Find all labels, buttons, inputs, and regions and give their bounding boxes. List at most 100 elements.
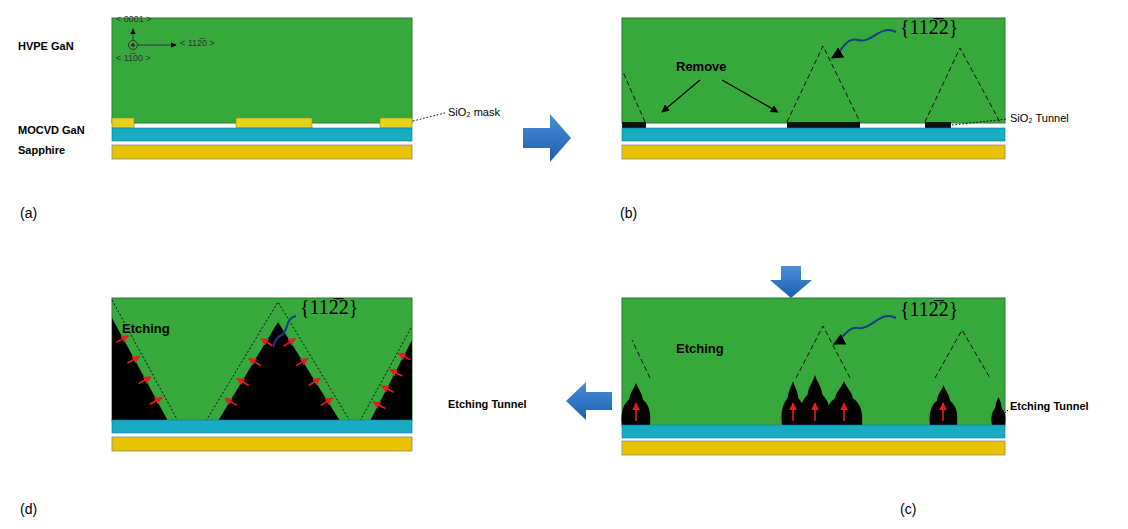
etch-arrow: [116, 336, 411, 409]
label: (a): [20, 206, 37, 221]
facet-outline: [925, 48, 1000, 122]
remove-arrow: [662, 80, 778, 112]
label: SiO₂ Tunnel: [1010, 112, 1069, 124]
etch-arrow: [635, 403, 637, 421]
step-arrow: [566, 382, 612, 420]
etch-arrow: [636, 403, 943, 421]
panel-b: [787, 122, 860, 128]
panel-a: [112, 145, 412, 159]
axis-symbol: [129, 41, 138, 50]
panel-a: [380, 118, 412, 128]
label: {112̅2}: [900, 16, 958, 38]
etch-arrow: [261, 339, 273, 346]
panel-d: [112, 298, 412, 421]
etching-tunnel: [622, 383, 651, 425]
axis-symbol: [132, 44, 135, 47]
panel-a: [112, 18, 412, 123]
pointer-arrow: [832, 30, 896, 58]
axis-symbol: [133, 29, 134, 40]
panel-b: [622, 145, 1005, 159]
label: < 11̅00 >: [116, 54, 151, 64]
facet-outline: [112, 300, 178, 421]
label: Etching: [676, 342, 724, 356]
etch-arrow: [127, 356, 139, 363]
axis-symbol: [138, 45, 176, 46]
facet-outline: [632, 326, 990, 378]
panel-d: [112, 437, 412, 451]
leader-line: [1002, 410, 1008, 416]
step-arrow: [523, 114, 571, 162]
etching-tunnel: [991, 397, 1005, 425]
axis-symbol: [129, 29, 177, 50]
label: {112̅2}: [300, 296, 358, 318]
etch-arrow: [843, 403, 845, 421]
etch-arrow: [116, 336, 128, 343]
facet-outline: [112, 300, 412, 421]
pointer-arrow: [266, 316, 296, 356]
label: Etching: [122, 322, 170, 336]
remove-arrow: [662, 80, 700, 112]
panel-a: [112, 118, 134, 128]
etch-arrow: [249, 358, 261, 365]
etching-tunnel: [930, 385, 958, 425]
etch-arrow: [237, 378, 249, 385]
panel-b: [925, 122, 951, 128]
label: (c): [900, 502, 916, 517]
facet-outline: [632, 340, 650, 378]
etch-arrow: [139, 377, 151, 384]
panel-c: [622, 425, 1005, 438]
label: < 112̅0 >: [180, 39, 215, 49]
etch-arrow: [321, 398, 333, 405]
etching-tunnel: [370, 340, 412, 421]
etch-arrow: [308, 378, 320, 385]
etching-tunnel: [622, 375, 1006, 425]
panel-c: [622, 298, 1005, 426]
facet-outline: [935, 330, 990, 378]
panel-b: [622, 122, 646, 128]
etch-arrow: [814, 403, 816, 421]
facet-outline: [787, 46, 860, 122]
panel-c: [622, 441, 1005, 455]
panel-a: [112, 128, 412, 141]
panel-a: [112, 18, 445, 159]
label: SiO₂ mask: [448, 106, 500, 118]
panel-d: [112, 298, 412, 451]
panel-d: [112, 420, 412, 433]
etch-arrow: [373, 402, 385, 408]
etching-tunnel: [826, 381, 863, 425]
label: Sapphire: [18, 144, 65, 156]
panel-b: [622, 18, 1007, 159]
label: {112̅2}: [900, 298, 958, 320]
etch-arrow: [296, 358, 308, 365]
facet-outline: [206, 302, 350, 421]
label: HVPE GaN: [18, 40, 74, 52]
facet-outline: [360, 326, 412, 421]
etching-tunnel: [112, 318, 412, 421]
label: (b): [620, 206, 637, 221]
label: Etching Tunnel: [1010, 400, 1089, 412]
etch-arrow: [942, 403, 944, 421]
pointer-arrow: [834, 316, 896, 344]
facet-outline: [623, 72, 645, 122]
step-arrow: [770, 266, 812, 298]
etch-arrow: [284, 339, 296, 346]
remove-arrow: [722, 80, 778, 112]
etch-arrow: [792, 403, 794, 421]
panel-a: [236, 118, 312, 128]
leader-line: [952, 119, 1007, 125]
etch-arrow: [381, 386, 393, 392]
label: Remove: [676, 60, 727, 74]
panel-b: [622, 128, 1005, 141]
facet-outline: [796, 326, 850, 378]
label: < 0001 >: [116, 15, 152, 25]
label: Etching Tunnel: [448, 398, 527, 410]
label: (d): [20, 502, 37, 517]
etch-arrow: [398, 353, 410, 359]
panel-c: [622, 298, 1008, 455]
leader-line: [413, 113, 445, 121]
etch-arrow: [150, 398, 162, 405]
facet-outline: [623, 46, 1000, 122]
etch-arrow: [225, 398, 237, 405]
